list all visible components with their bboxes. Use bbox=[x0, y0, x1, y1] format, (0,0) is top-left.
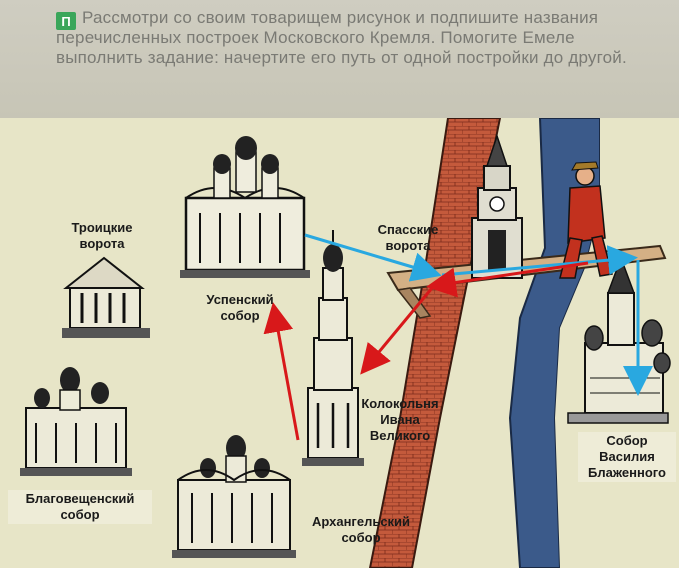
route-red bbox=[263, 261, 589, 441]
route-blue bbox=[304, 233, 653, 396]
label-troitskie-gate: Троицкие ворота bbox=[71, 220, 133, 251]
label-bell-tower: Колокольня Ивана Великого bbox=[361, 396, 439, 443]
red-arrow-spasskie-to-bell-tower bbox=[360, 287, 434, 375]
bell-tower-illustration bbox=[302, 230, 364, 466]
red-arrow-arkhangelsky-to-uspensky bbox=[263, 302, 300, 441]
label-blagoveshchensky-cathedral: Благовещенский собор bbox=[8, 490, 152, 524]
label-spasskie-gate: Спасские ворота bbox=[377, 222, 439, 253]
red-arrow-bridge-to-spasskie bbox=[426, 261, 589, 298]
task-instruction: Рассмотри со своим товарищем рисунок и п… bbox=[56, 8, 627, 67]
arkhangelsky-cathedral-illustration bbox=[172, 435, 296, 558]
kremlin-wall bbox=[368, 118, 502, 568]
uspensky-cathedral-illustration bbox=[180, 136, 310, 278]
kremlin-map: Троицкие ворота Успенский собор Спасские… bbox=[0, 118, 679, 568]
troitskie-gate-illustration bbox=[62, 256, 150, 338]
label-uspensky-cathedral: Успенский собор bbox=[206, 292, 274, 323]
label-vasily-cathedral: Собор Василия Блаженного bbox=[578, 432, 676, 482]
task-badge: П bbox=[56, 12, 76, 30]
blue-arrow-spasskie-to-bridge bbox=[441, 245, 638, 277]
blue-arrow-uspensky-to-spasskie bbox=[304, 233, 442, 282]
spasskaya-tower-illustration bbox=[471, 133, 523, 279]
textbook-page-header: П Рассмотри со своим товарищем рисунок и… bbox=[0, 0, 679, 118]
label-arkhangelsky-cathedral: Архангельский собор bbox=[311, 514, 411, 545]
blagoveshchensky-cathedral-illustration bbox=[20, 367, 132, 476]
